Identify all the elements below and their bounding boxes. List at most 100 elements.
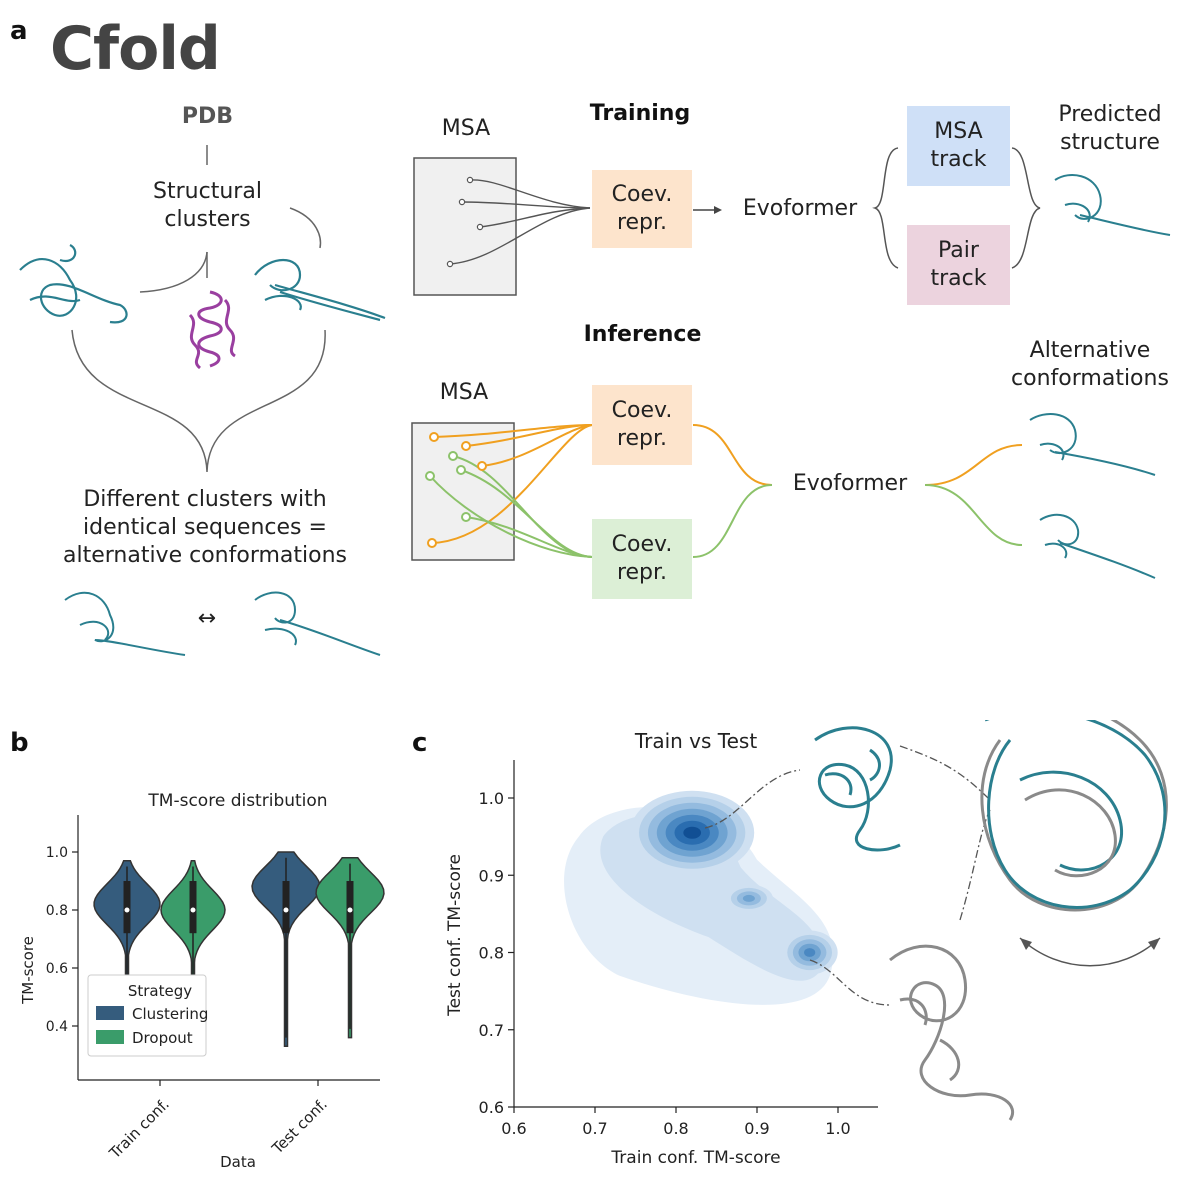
protein-predicted-icon — [1054, 174, 1171, 236]
violin-x-ticks: Train conf. Test conf. — [105, 1080, 331, 1163]
inference-coev-bottom-box: Coev.repr. — [592, 519, 692, 599]
violin-ytick-label: 0.8 — [46, 903, 68, 919]
legend-swatch-dropout — [96, 1030, 124, 1044]
training-msa-box — [413, 157, 517, 296]
inference-orange-lines — [431, 424, 773, 544]
curly-brace-bottom — [71, 329, 326, 473]
transition-arrow — [1019, 937, 1161, 967]
pdb-label: PDB — [181, 104, 234, 129]
violin-xlabel: Data — [220, 1153, 256, 1171]
density-x-ticks: 0.6 0.7 0.8 0.9 1.0 — [501, 1107, 851, 1138]
training-header: Training — [589, 101, 691, 126]
density-contour-peak — [742, 894, 755, 902]
violin-xtick-label: Train conf. — [105, 1095, 173, 1163]
density-contour-peak — [804, 948, 816, 957]
density-xtick-label: 1.0 — [825, 1119, 850, 1138]
inference-green-lines — [429, 455, 773, 558]
density-xtick-label: 0.7 — [582, 1119, 607, 1138]
violin-iqr-box — [189, 881, 197, 934]
violin-median-dot — [283, 907, 289, 913]
legend-title: Strategy — [128, 982, 192, 1000]
cluster-connector-left — [139, 251, 208, 293]
violin-median-dot — [124, 907, 130, 913]
violin-title: TM-score distribution — [147, 791, 327, 811]
transition-arrowhead-right — [1148, 938, 1160, 950]
density-y-ticks: 0.6 0.7 0.8 0.9 1.0 — [479, 789, 514, 1117]
violin-median-dot — [347, 907, 353, 913]
density-xtick-label: 0.6 — [501, 1119, 526, 1138]
training-evoformer-label: Evoformer — [742, 196, 858, 221]
transition-arrowhead-left — [1020, 938, 1032, 950]
density-ytick-label: 1.0 — [479, 789, 504, 808]
protein-magenta-icon — [188, 290, 236, 370]
training-coev-box: Coev.repr. — [592, 170, 692, 248]
density-ytick-label: 0.8 — [479, 944, 504, 963]
legend-label-clustering: Clustering — [132, 1005, 208, 1023]
violin-legend: Strategy Clustering Dropout — [87, 974, 208, 1057]
density-ytick-label: 0.9 — [479, 866, 504, 885]
training-msa-lines — [449, 179, 591, 265]
density-ylabel: Test conf. TM-score — [445, 854, 465, 1017]
protein-teal-structure-icon — [814, 726, 901, 852]
violin-ytick-label: 1.0 — [46, 845, 68, 861]
panel-a-label: a — [10, 16, 28, 46]
inference-out-green — [924, 484, 1023, 546]
leader-line-structure-top — [899, 745, 991, 801]
protein-alt2-icon — [1039, 513, 1156, 579]
violin-ytick-label: 0.6 — [46, 961, 68, 977]
inference-orange-nodes — [427, 432, 487, 548]
inference-msa-label: MSA — [439, 380, 489, 405]
protein-teal-right-icon — [254, 259, 386, 322]
panel-b-label: b — [10, 728, 29, 758]
density-ytick-label: 0.7 — [479, 1021, 504, 1040]
legend-swatch-clustering — [96, 1006, 124, 1020]
density-chart: Train vs Test Train conf. TM-score Test … — [445, 720, 1168, 1168]
panel-c-label: c — [412, 728, 428, 758]
violin-y-ticks: 0.4 0.6 0.8 1.0 — [46, 845, 78, 1035]
figure-title: Cfold — [50, 14, 221, 84]
inference-green-nodes — [425, 451, 471, 522]
leader-line-peak-3 — [809, 959, 891, 1006]
violin-median-dot — [190, 907, 196, 913]
inference-header: Inference — [583, 322, 702, 347]
density-contour-peak — [683, 826, 702, 839]
track-brace-left — [872, 147, 899, 269]
violin-xtick-label: Test conf. — [268, 1095, 331, 1158]
density-xtick-label: 0.9 — [744, 1119, 769, 1138]
violin-iqr-box — [346, 881, 354, 934]
track-brace-right — [1011, 147, 1041, 269]
protein-overlay-icon — [980, 720, 1168, 912]
double-arrow-icon: ↔ — [197, 606, 217, 631]
violin-iqr-box — [282, 881, 290, 934]
density-ytick-label: 0.6 — [479, 1098, 504, 1117]
training-msa-label: MSA — [441, 116, 491, 141]
density-contours — [564, 790, 838, 1005]
violin-bodies — [93, 851, 385, 1048]
density-xlabel: Train conf. TM-score — [610, 1148, 780, 1168]
leader-line-structure-bottom — [959, 809, 991, 921]
inference-evoformer-label: Evoformer — [792, 471, 908, 496]
protein-teal-bottom-left-icon — [64, 591, 186, 656]
density-xtick-label: 0.8 — [663, 1119, 688, 1138]
training-msa-nodes — [446, 176, 484, 268]
protein-teal-bottom-right-icon — [254, 591, 381, 656]
violin-ylabel: TM-score — [19, 936, 37, 1005]
inference-out-orange — [924, 444, 1023, 486]
density-title: Train vs Test — [634, 729, 758, 753]
clusters-caption: Different clusters with identical sequen… — [62, 487, 347, 568]
violin-ytick-label: 0.4 — [46, 1019, 68, 1035]
violin-iqr-box — [123, 881, 131, 934]
protein-alt1-icon — [1029, 413, 1156, 476]
structural-clusters-label: Structural clusters — [153, 179, 262, 232]
cluster-connector-right — [289, 207, 322, 249]
panel-a-diagram — [19, 145, 1171, 656]
protein-teal-left-icon — [19, 244, 128, 324]
inference-coev-top-box: Coev.repr. — [592, 385, 692, 465]
protein-gray-structure-icon — [889, 944, 1014, 1121]
violin-chart: TM-score distribution Data TM-score 0.40… — [19, 791, 385, 1171]
leader-line-peak-1 — [704, 769, 801, 829]
legend-label-dropout: Dropout — [132, 1029, 193, 1047]
